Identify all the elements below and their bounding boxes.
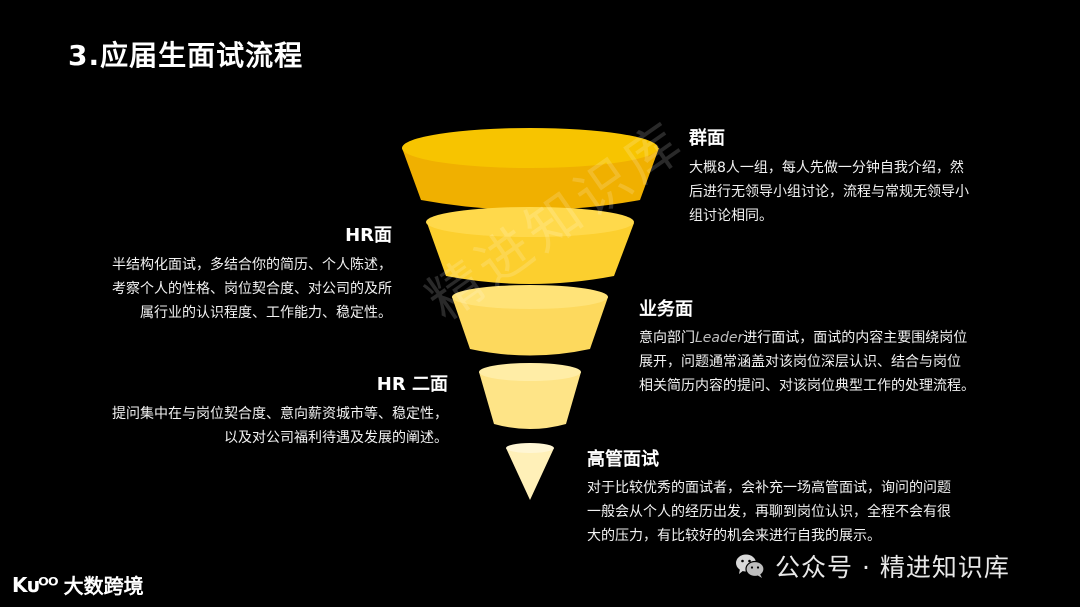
stage-title-hr-second: HR 二面 <box>376 374 448 395</box>
stage-title-group-interview: 群面 <box>689 128 725 149</box>
stage-desc-group-interview: 大概8人一组，每人先做一分钟自我介绍，然 后进行无领导小组讨论，流程与常规无领导… <box>689 156 1019 228</box>
desc-line: 组讨论相同。 <box>689 208 773 224</box>
desc-line: 以及对公司福利待遇及发展的阐述。 <box>224 430 448 446</box>
stage-desc-hr: 半结构化面试，多结合你的简历、个人陈述， 考察个人的性格、岗位契合度、对公司的及… <box>62 253 392 325</box>
stage-title-business: 业务面 <box>639 299 693 320</box>
desc-text: 意向部门 <box>639 330 695 346</box>
funnel-tier-4 <box>479 363 581 429</box>
page-title: 3.应届生面试流程 <box>68 39 304 72</box>
desc-line: 大概8人一组，每人先做一分钟自我介绍，然 <box>689 160 964 176</box>
desc-line: 意向部门Leader进行面试，面试的内容主要围绕岗位 <box>639 326 1019 350</box>
desc-line: 考察个人的性格、岗位契合度、对公司的及所 <box>112 281 392 297</box>
stage-title-executive: 高管面试 <box>587 449 659 470</box>
desc-text-leader: Leader <box>695 330 744 346</box>
desc-line: 属行业的认识程度、工作能力、稳定性。 <box>140 305 392 321</box>
stage-title-hr: HR面 <box>345 225 392 246</box>
funnel-tier-1 <box>402 128 659 210</box>
desc-line: 对于比较优秀的面试者，会补充一场高管面试，询问的问题 <box>587 480 951 496</box>
desc-line: 相关简历内容的提问、对该岗位典型工作的处理流程。 <box>639 378 975 394</box>
desc-line: 提问集中在与岗位契合度、意向薪资城市等、稳定性， <box>112 406 448 422</box>
logo-text: 大数跨境 <box>63 574 144 598</box>
funnel-tier-2 <box>426 207 634 284</box>
desc-line: 一般会从个人的经历出发，再聊到岗位认识，全程不会有很 <box>587 504 951 520</box>
desc-line: 展开，问题通常涵盖对该岗位深层认识、结合与岗位 <box>639 354 961 370</box>
wechat-icon <box>735 553 765 579</box>
stage-desc-executive: 对于比较优秀的面试者，会补充一场高管面试，询问的问题 一般会从个人的经历出发，再… <box>587 476 1027 548</box>
stage-desc-business: 意向部门Leader进行面试，面试的内容主要围绕岗位 展开，问题通常涵盖对该岗位… <box>639 326 1019 398</box>
wechat-account: 公众号 · 精进知识库 <box>735 548 1010 584</box>
wechat-text: 公众号 · 精进知识库 <box>775 553 1010 582</box>
desc-line: 后进行无领导小组讨论，流程与常规无领导小 <box>689 184 969 200</box>
stage-desc-hr-second: 提问集中在与岗位契合度、意向薪资城市等、稳定性， 以及对公司福利待遇及发展的阐述… <box>68 402 448 450</box>
brand-logo: Kᴜᴼᴼ 大数跨境 <box>12 570 144 599</box>
desc-line: 半结构化面试，多结合你的简历、个人陈述， <box>112 257 392 273</box>
logo-mark: Kᴜᴼᴼ <box>12 572 59 597</box>
funnel-tier-5 <box>506 443 554 500</box>
desc-text: 进行面试，面试的内容主要围绕岗位 <box>743 330 968 346</box>
funnel-tier-3 <box>452 285 608 356</box>
desc-line: 大的压力，有比较好的机会来进行自我的展示。 <box>587 528 881 544</box>
